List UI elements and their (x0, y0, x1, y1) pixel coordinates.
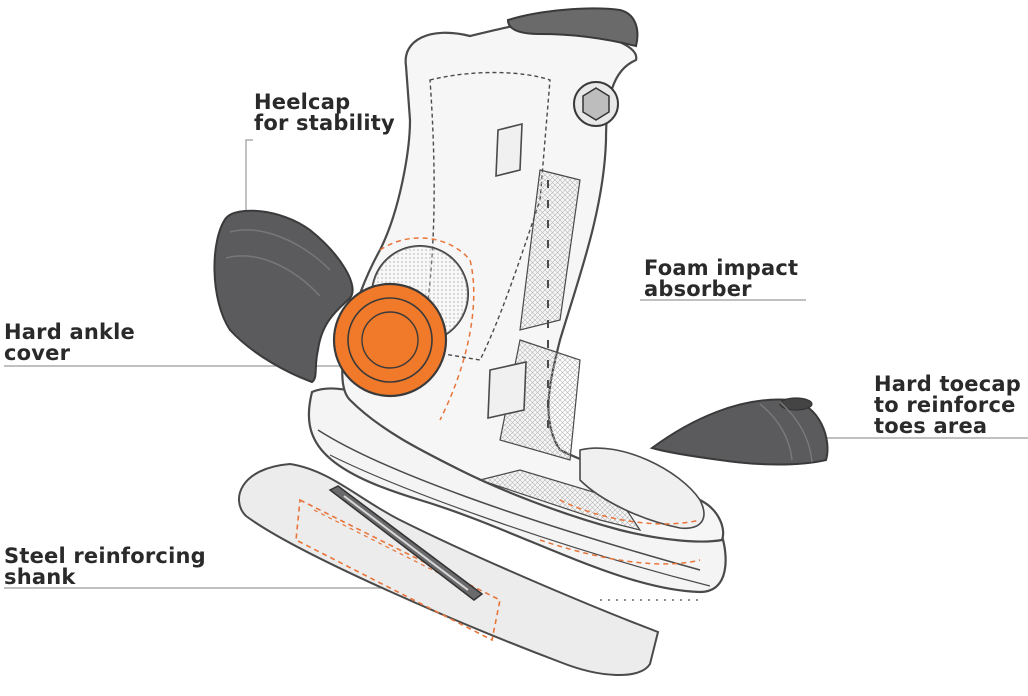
toecap-label: Hard toecap to reinforce toes area (874, 374, 1021, 437)
toecap-label-line3: toes area (874, 414, 988, 438)
heelcap-leader-line (245, 139, 253, 210)
toecap-label-line2: to reinforce (874, 393, 1016, 417)
toecap-part (649, 397, 829, 466)
steel-shank (328, 485, 484, 601)
shank-label-line2: shank (4, 565, 76, 589)
foam-absorber-label: Foam impact absorber (644, 258, 798, 300)
foam-absorber-label-line1: Foam impact (644, 256, 799, 280)
ankle-cover-label-line1: Hard ankle (4, 320, 135, 344)
foam-absorber-label-line2: absorber (644, 277, 752, 301)
boot-body (307, 7, 727, 601)
toecap-label-line1: Hard toecap (874, 372, 1022, 396)
ankle-cover-label: Hard ankle cover (4, 322, 135, 364)
heelcap-label: Heelcap for stability (254, 92, 395, 134)
heelcap-label-line2: for stability (254, 111, 395, 135)
shank-label-line1: Steel reinforcing (4, 544, 206, 568)
heelcap-part (213, 209, 354, 384)
shank-label: Steel reinforcing shank (4, 546, 206, 588)
heelcap-label-line1: Heelcap (254, 90, 351, 114)
ankle-cover-part (332, 282, 448, 398)
ankle-cover-label-line2: cover (4, 341, 71, 365)
